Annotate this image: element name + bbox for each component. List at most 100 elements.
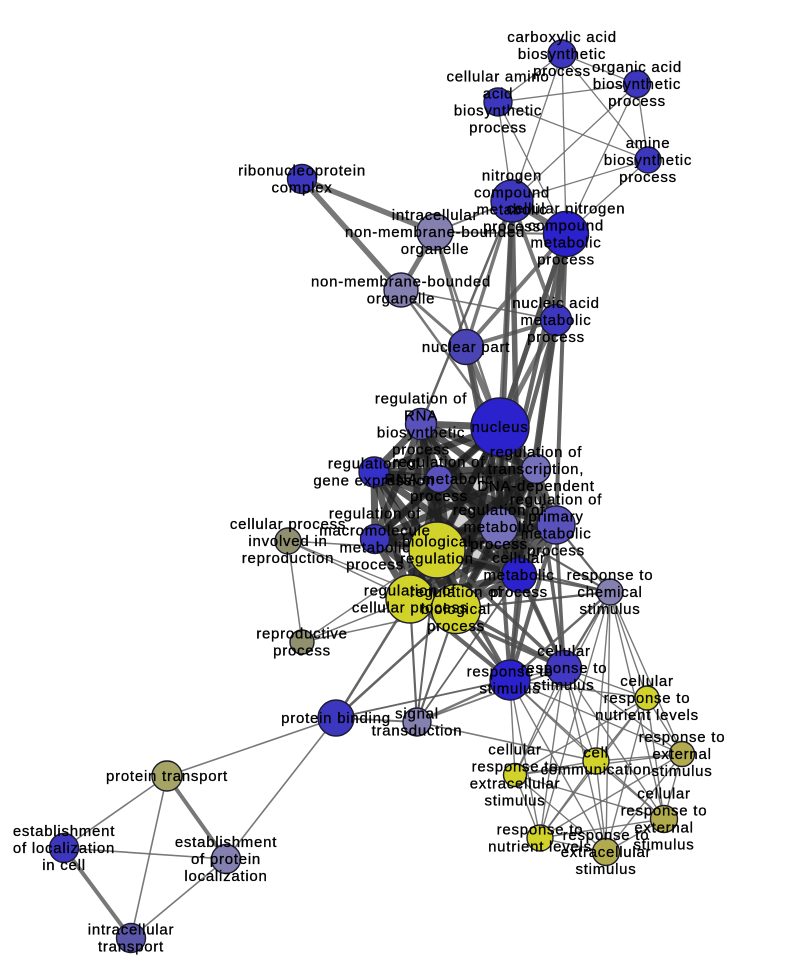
svg-text:process: process: [410, 488, 468, 505]
svg-text:acid: acid: [483, 86, 514, 103]
svg-text:cellular amino: cellular amino: [446, 69, 549, 86]
svg-text:primary: primary: [528, 509, 583, 526]
svg-text:process: process: [346, 557, 404, 574]
svg-text:transcription,: transcription,: [488, 461, 584, 478]
svg-text:regulation of: regulation of: [364, 583, 456, 600]
svg-text:transduction: transduction: [372, 723, 463, 740]
svg-text:cellular process: cellular process: [230, 516, 346, 533]
svg-text:protein transport: protein transport: [106, 768, 228, 785]
svg-text:metabolic: metabolic: [477, 202, 548, 219]
svg-text:chemical: chemical: [577, 584, 642, 601]
svg-text:regulation of: regulation of: [410, 584, 502, 601]
svg-text:cellular nitrogen: cellular nitrogen: [507, 201, 626, 218]
svg-text:compound: compound: [474, 185, 550, 202]
svg-text:macromolecule: macromolecule: [319, 523, 430, 540]
svg-text:process: process: [490, 584, 548, 601]
svg-text:process: process: [619, 169, 677, 186]
svg-text:of localization: of localization: [13, 840, 115, 857]
svg-text:stimulus: stimulus: [575, 861, 636, 878]
svg-text:cellular: cellular: [537, 643, 591, 660]
svg-text:cellular process: cellular process: [352, 600, 468, 617]
svg-text:DNA-dependent: DNA-dependent: [477, 478, 594, 495]
svg-text:process: process: [470, 536, 528, 553]
svg-text:nitrogen: nitrogen: [482, 168, 542, 185]
svg-text:organic acid: organic acid: [592, 59, 682, 76]
svg-text:organelle: organelle: [367, 291, 435, 308]
svg-text:regulation: regulation: [400, 551, 473, 568]
svg-text:metabolic: metabolic: [521, 312, 592, 329]
svg-text:RNA metabolic: RNA metabolic: [385, 471, 494, 488]
svg-text:organelle: organelle: [401, 241, 469, 258]
svg-text:carboxylic acid: carboxylic acid: [507, 29, 617, 46]
svg-text:process: process: [392, 442, 450, 459]
svg-text:non-membrane-bounded: non-membrane-bounded: [345, 224, 525, 241]
svg-text:stimulus: stimulus: [533, 677, 594, 694]
svg-text:external: external: [634, 820, 693, 837]
svg-text:regulation of: regulation of: [375, 391, 467, 408]
svg-text:regulation of: regulation of: [329, 506, 421, 523]
svg-text:stimulus: stimulus: [479, 681, 540, 698]
svg-text:biosynthetic: biosynthetic: [604, 152, 692, 169]
svg-text:reproductive: reproductive: [256, 626, 348, 643]
svg-text:intracellular: intracellular: [88, 922, 174, 939]
svg-text:process: process: [533, 63, 591, 80]
svg-text:process: process: [469, 120, 527, 137]
svg-text:response to: response to: [521, 660, 608, 677]
svg-text:process: process: [608, 93, 666, 110]
svg-text:establishment: establishment: [175, 834, 277, 851]
svg-text:biosynthetic: biosynthetic: [518, 46, 606, 63]
svg-text:response to: response to: [639, 729, 726, 746]
svg-text:external: external: [652, 746, 711, 763]
svg-text:process: process: [427, 618, 485, 635]
svg-text:biological: biological: [402, 534, 472, 551]
svg-text:process: process: [537, 252, 595, 269]
svg-text:stimulus: stimulus: [633, 837, 694, 854]
svg-text:of protein: of protein: [191, 851, 261, 868]
svg-text:signal: signal: [395, 706, 439, 723]
svg-text:nucleic acid: nucleic acid: [512, 295, 599, 312]
svg-text:cell: cell: [583, 745, 609, 762]
svg-text:cellular: cellular: [637, 786, 691, 803]
svg-text:reproduction: reproduction: [242, 550, 334, 567]
svg-text:amine: amine: [626, 135, 671, 152]
svg-text:process: process: [273, 643, 331, 660]
svg-text:cellular: cellular: [492, 550, 546, 567]
svg-text:metabolic: metabolic: [531, 235, 602, 252]
svg-text:complex: complex: [271, 180, 332, 197]
svg-text:biosynthetic: biosynthetic: [593, 76, 681, 93]
svg-text:establishment: establishment: [13, 823, 115, 840]
svg-text:localization: localization: [184, 868, 267, 885]
svg-text:nucleus: nucleus: [472, 419, 529, 436]
svg-text:process: process: [483, 219, 541, 236]
svg-text:in cell: in cell: [42, 857, 86, 874]
svg-text:response to: response to: [621, 803, 708, 820]
svg-text:stimulus: stimulus: [651, 763, 712, 780]
svg-text:response to: response to: [604, 690, 691, 707]
svg-text:protein binding: protein binding: [281, 710, 391, 727]
svg-text:regulation of: regulation of: [328, 456, 420, 473]
svg-text:extracellular: extracellular: [561, 844, 652, 861]
svg-text:biosynthetic: biosynthetic: [377, 425, 465, 442]
svg-text:cellular: cellular: [620, 673, 674, 690]
svg-text:nutrient levels: nutrient levels: [488, 839, 592, 856]
svg-text:response to: response to: [472, 759, 559, 776]
svg-text:metabolic: metabolic: [484, 567, 555, 584]
svg-text:metabolic: metabolic: [340, 540, 411, 557]
svg-text:response to: response to: [467, 664, 554, 681]
svg-text:metabolic: metabolic: [521, 526, 592, 543]
svg-text:involved in: involved in: [248, 533, 327, 550]
svg-text:gene expression: gene expression: [313, 473, 434, 490]
svg-text:regulation of: regulation of: [510, 492, 602, 509]
svg-text:extracellular: extracellular: [470, 776, 561, 793]
svg-text:transport: transport: [98, 939, 164, 956]
svg-text:nutrient levels: nutrient levels: [595, 707, 699, 724]
svg-text:response to: response to: [563, 827, 650, 844]
svg-text:regulation of: regulation of: [490, 444, 582, 461]
svg-text:process: process: [527, 543, 585, 560]
svg-text:regulation of: regulation of: [453, 502, 545, 519]
svg-text:non-membrane-bounded: non-membrane-bounded: [311, 274, 491, 291]
svg-text:response to: response to: [497, 822, 584, 839]
svg-text:cellular: cellular: [488, 742, 542, 759]
svg-text:nuclear part: nuclear part: [422, 339, 510, 356]
svg-text:RNA: RNA: [404, 408, 438, 425]
